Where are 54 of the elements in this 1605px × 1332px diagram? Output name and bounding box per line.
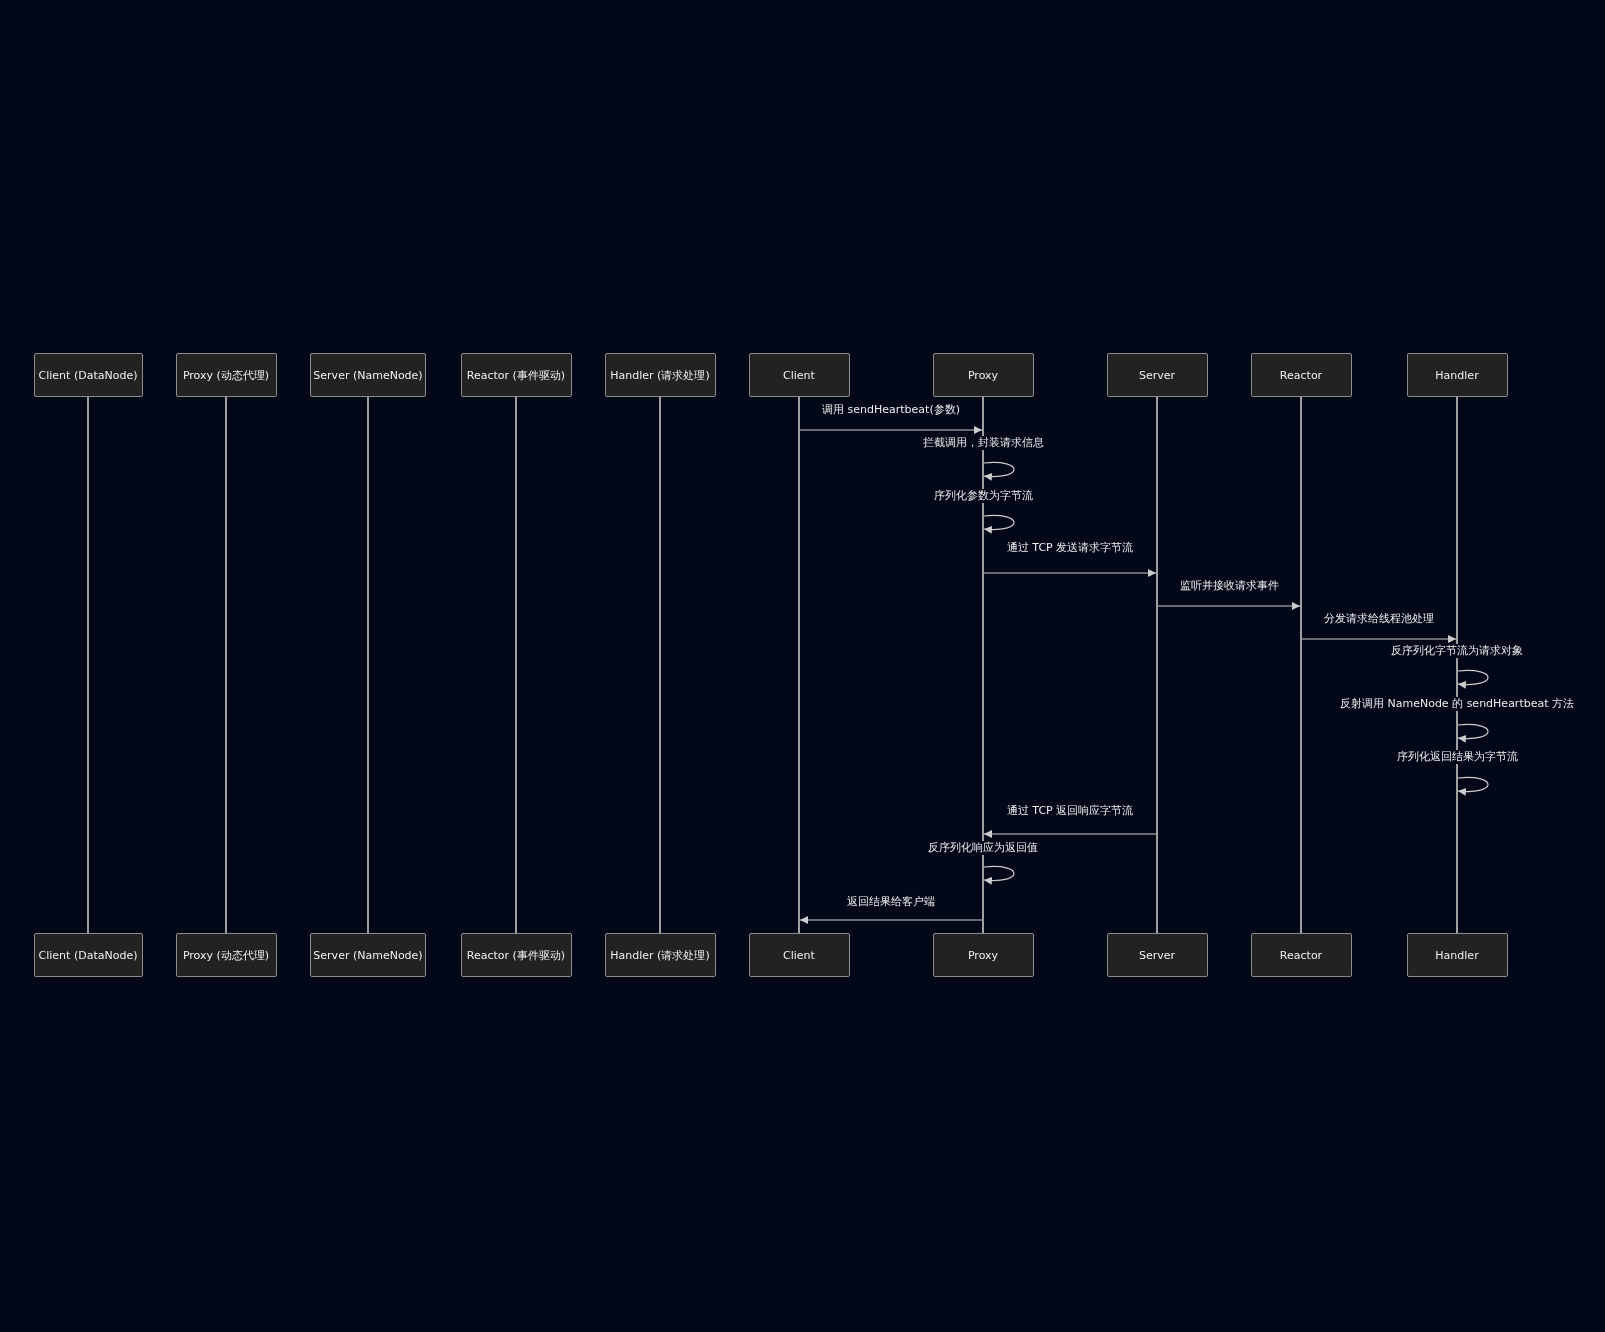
message-arrow bbox=[983, 830, 1157, 838]
participant-box: Handler bbox=[1406, 353, 1508, 397]
message-label: 反序列化响应为返回值 bbox=[926, 841, 1040, 855]
self-message-arrow bbox=[983, 514, 1015, 534]
participant-box: Reactor (事件驱动) bbox=[460, 353, 572, 397]
message-arrow bbox=[1157, 602, 1301, 610]
participant-box: Reactor (事件驱动) bbox=[460, 933, 572, 977]
lifeline bbox=[225, 397, 227, 933]
message-label: 监听并接收请求事件 bbox=[1177, 579, 1281, 593]
participant-box: Proxy bbox=[932, 353, 1034, 397]
message-arrow bbox=[1301, 635, 1457, 643]
message-label: 分发请求给线程池处理 bbox=[1322, 612, 1436, 626]
lifeline bbox=[1156, 397, 1158, 933]
participant-box: Reactor bbox=[1250, 353, 1352, 397]
participant-box: Handler bbox=[1406, 933, 1508, 977]
participant-box: Client bbox=[748, 933, 850, 977]
lifeline bbox=[515, 397, 517, 933]
message-label: 返回结果给客户端 bbox=[845, 895, 937, 909]
message-arrow bbox=[799, 426, 983, 434]
participant-box: Proxy (动态代理) bbox=[175, 933, 277, 977]
participant-box: Reactor bbox=[1250, 933, 1352, 977]
participant-box: Client bbox=[748, 353, 850, 397]
message-label: 序列化参数为字节流 bbox=[931, 489, 1035, 503]
message-label: 通过 TCP 返回响应字节流 bbox=[1004, 804, 1136, 818]
participant-box: Server bbox=[1106, 933, 1208, 977]
participant-box: Client (DataNode) bbox=[33, 933, 143, 977]
self-message-arrow bbox=[1457, 723, 1489, 743]
lifeline bbox=[87, 397, 89, 933]
participant-box: Proxy (动态代理) bbox=[175, 353, 277, 397]
participant-box: Proxy bbox=[932, 933, 1034, 977]
lifeline bbox=[798, 397, 800, 933]
lifeline bbox=[1300, 397, 1302, 933]
participant-box: Handler (请求处理) bbox=[604, 353, 716, 397]
message-arrow bbox=[983, 569, 1157, 577]
message-label: 反序列化字节流为请求对象 bbox=[1389, 644, 1525, 658]
participant-box: Handler (请求处理) bbox=[604, 933, 716, 977]
lifeline bbox=[367, 397, 369, 933]
participant-box: Server (NameNode) bbox=[310, 353, 426, 397]
message-label: 拦截调用，封装请求信息 bbox=[920, 436, 1046, 450]
message-label: 序列化返回结果为字节流 bbox=[1394, 750, 1520, 764]
participant-box: Client (DataNode) bbox=[33, 353, 143, 397]
lifeline bbox=[982, 397, 984, 933]
participant-box: Server bbox=[1106, 353, 1208, 397]
self-message-arrow bbox=[1457, 669, 1489, 689]
message-label: 反射调用 NameNode 的 sendHeartbeat 方法 bbox=[1338, 697, 1576, 711]
message-label: 通过 TCP 发送请求字节流 bbox=[1004, 541, 1136, 555]
message-arrow bbox=[799, 916, 983, 924]
message-label: 调用 sendHeartbeat(参数) bbox=[820, 403, 962, 417]
lifeline bbox=[659, 397, 661, 933]
participant-box: Server (NameNode) bbox=[310, 933, 426, 977]
self-message-arrow bbox=[983, 865, 1015, 885]
self-message-arrow bbox=[1457, 776, 1489, 796]
self-message-arrow bbox=[983, 461, 1015, 481]
lifeline bbox=[1456, 397, 1458, 933]
